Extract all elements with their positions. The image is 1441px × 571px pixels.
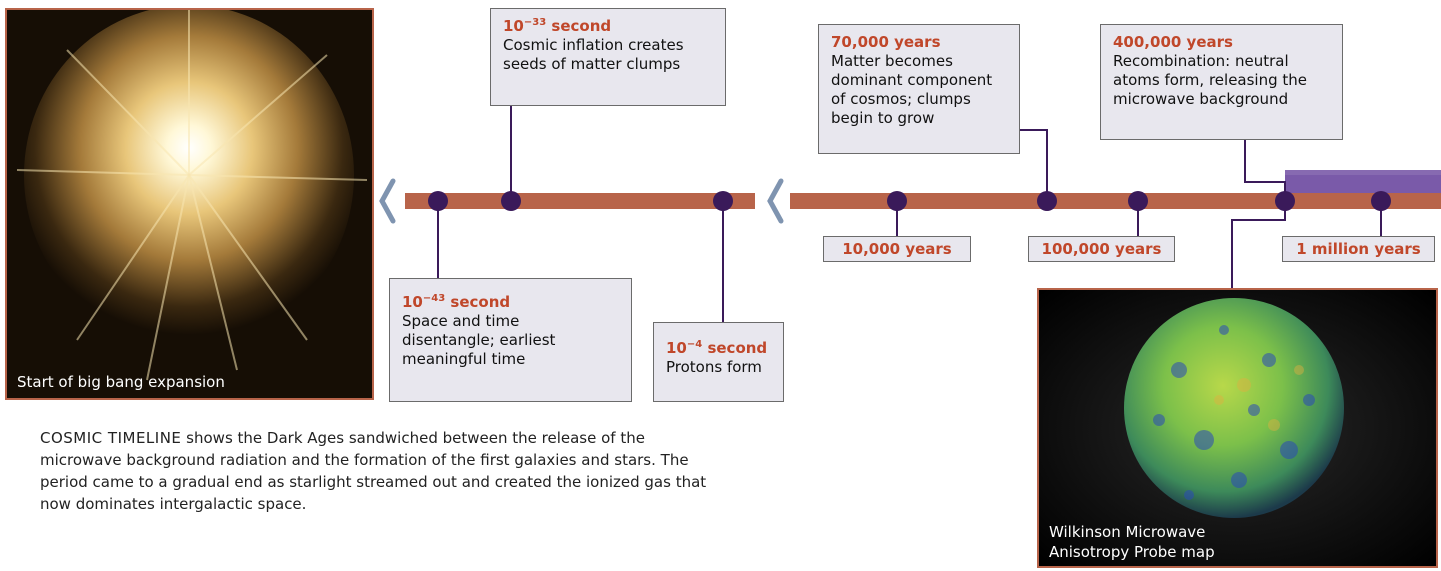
dot-e43 — [428, 191, 448, 211]
event-box-e4: 10−4 second Protons form — [653, 322, 784, 402]
connector-wmap — [1231, 201, 1286, 289]
event-desc-e400k-1: Recombination: neutral — [1113, 52, 1289, 70]
connector-e70k — [1020, 129, 1048, 201]
event-time-e4: 10−4 second — [666, 339, 768, 357]
wmap-sphere — [1039, 290, 1436, 566]
wmap-caption-line-2: Anisotropy Probe map — [1049, 543, 1215, 561]
event-desc-e4-1: Protons form — [666, 358, 762, 376]
event-desc-e33-1: Cosmic inflation creates — [503, 36, 684, 54]
connector-e400k — [1244, 139, 1286, 201]
caption-lead: COSMIC TIMELINE — [40, 429, 182, 447]
year-label-10k: 10,000 years — [823, 236, 971, 262]
event-desc-e70k-1: Matter becomes — [831, 52, 953, 70]
event-box-e33: 10−33 second Cosmic inflation creates se… — [490, 8, 726, 106]
event-time-e43: 10−43 second — [402, 293, 511, 311]
wmap-caption: Wilkinson Microwave Anisotropy Probe map — [1049, 522, 1215, 562]
big-bang-illustration — [7, 10, 372, 398]
event-box-e70k: 70,000 years Matter becomes dominant com… — [818, 24, 1020, 154]
dot-e70k — [1037, 191, 1057, 211]
event-box-e43: 10−43 second Space and time disentangle;… — [389, 278, 632, 402]
event-time-e33: 10−33 second — [503, 17, 612, 35]
dot-e400k — [1275, 191, 1295, 211]
event-desc-e43-1: Space and time — [402, 312, 520, 330]
break-mark-left — [379, 178, 396, 224]
dot-y10k — [887, 191, 907, 211]
figure-caption: COSMIC TIMELINE shows the Dark Ages sand… — [40, 427, 730, 515]
event-desc-e400k-3: microwave background — [1113, 90, 1289, 108]
dot-e33 — [501, 191, 521, 211]
year-label-1m: 1 million years — [1282, 236, 1435, 262]
timeline-bar-left — [405, 193, 755, 209]
wmap-caption-line-1: Wilkinson Microwave — [1049, 523, 1206, 541]
year-label-100k: 100,000 years — [1028, 236, 1175, 262]
wmap-image: Wilkinson Microwave Anisotropy Probe map — [1037, 288, 1438, 568]
event-time-e70k: 70,000 years — [831, 33, 941, 51]
event-desc-e400k-2: atoms form, releasing the — [1113, 71, 1308, 89]
event-time-e400k: 400,000 years — [1113, 33, 1233, 51]
event-desc-e43-2: disentangle; earliest — [402, 331, 556, 349]
caption-text: shows the Dark Ages sandwiched between t… — [40, 429, 707, 513]
big-bang-image: Start of big bang expansion — [5, 8, 374, 400]
event-desc-e70k-3: of cosmos; clumps — [831, 90, 971, 108]
event-desc-e33-2: seeds of matter clumps — [503, 55, 681, 73]
big-bang-caption: Start of big bang expansion — [17, 373, 225, 391]
dot-y1m — [1371, 191, 1391, 211]
event-desc-e43-3: meaningful time — [402, 350, 526, 368]
dot-y100k — [1128, 191, 1148, 211]
dot-e4 — [713, 191, 733, 211]
event-box-e400k: 400,000 years Recombination: neutral ato… — [1100, 24, 1343, 140]
event-desc-e70k-4: begin to grow — [831, 109, 935, 127]
break-mark-right — [767, 178, 784, 224]
event-desc-e70k-2: dominant component — [831, 71, 993, 89]
